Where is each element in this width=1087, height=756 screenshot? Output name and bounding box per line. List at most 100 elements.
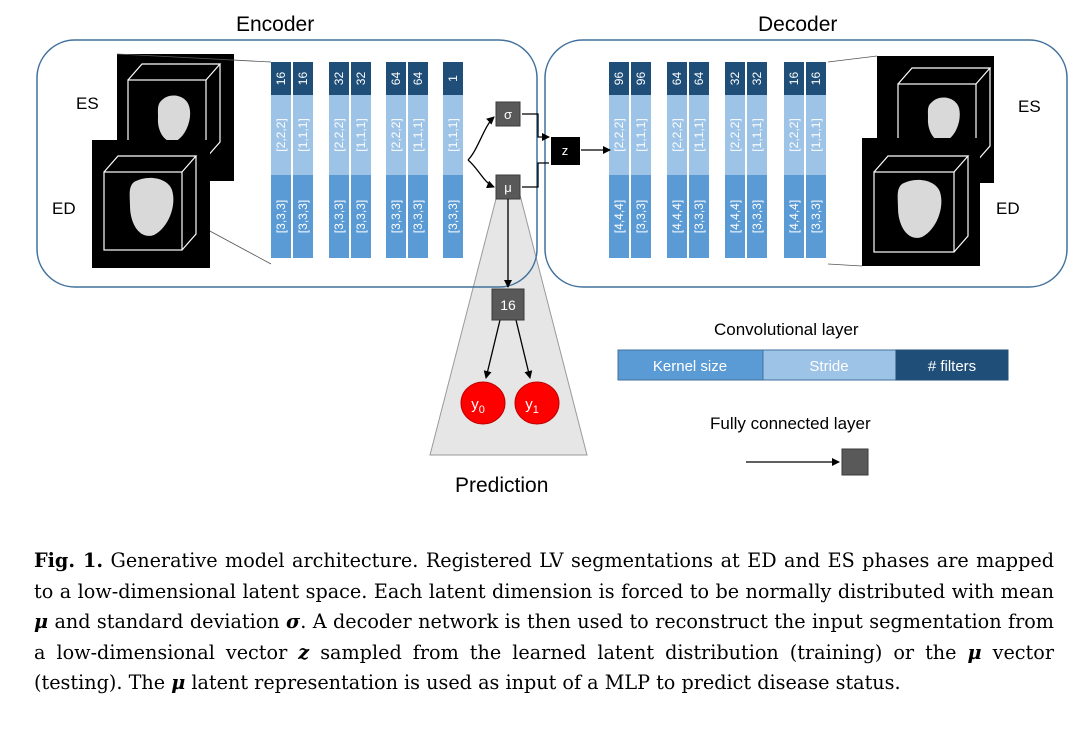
legend-kernel-label: Kernel size (653, 358, 727, 375)
decoder-output-ed: ED (827, 138, 1020, 267)
encoder-filters-cell (386, 62, 406, 95)
output-node-y0: y0 (460, 381, 506, 425)
figure-caption: Fig. 1. Generative model architecture. R… (34, 546, 1054, 699)
decoder-kernel-text: [4,4,4] (612, 200, 626, 233)
encoder-filters-text: 1 (446, 75, 460, 82)
decoder-stride-cell (806, 95, 826, 175)
encoder-filters-cell (329, 62, 349, 95)
svg-text:y1: y1 (525, 396, 539, 416)
encoder-stride-cell (329, 95, 349, 175)
decoder-filters-cell (609, 62, 629, 95)
legend-kernel-swatch (617, 349, 764, 381)
decoder-kernel-cell (747, 175, 767, 258)
encoder-stride-cell (293, 95, 313, 175)
decoder-kernel-text: [3,3,3] (692, 200, 706, 233)
decoder-layer-column: 96[2,2,2][4,4,4] (609, 62, 629, 258)
decoder-es-label: ES (1018, 97, 1041, 116)
encoder-kernel-cell (443, 175, 463, 258)
encoder-stride-cell (386, 95, 406, 175)
decoder-stride-text: [1,1,1] (750, 118, 764, 151)
encoder-layer-column: 64 [1,1,1] [3,3,3] (408, 62, 428, 258)
encoder-filters-cell (443, 62, 463, 95)
decoder-filters-text: 64 (670, 72, 684, 86)
legend-fc-title: Fully connected layer (710, 414, 871, 433)
decoder-stride-cell (725, 95, 745, 175)
decoder-filters-cell (725, 62, 745, 95)
out-ed-segmentation-shape (897, 179, 942, 238)
mu-node (495, 174, 521, 200)
architecture-diagram: Encoder Decoder ES ED 16[2,2,2][3,3,3]16… (36, 13, 1068, 497)
decoder-kernel-cell (784, 175, 804, 258)
decoder-kernel-cell (806, 175, 826, 258)
encoder-panel (36, 39, 538, 288)
encoder-stride-cell (351, 95, 371, 175)
encoder-stride-text: [1,1,1] (411, 118, 425, 151)
es-segmentation-shape (157, 95, 191, 142)
legend-stride-label: Stride (809, 358, 848, 375)
encoder-stride-text: [2,2,2] (332, 118, 346, 151)
decoder-filters-text: 16 (809, 72, 823, 86)
encoder-layer-column: 64[2,2,2][3,3,3] (386, 62, 406, 258)
encoder-stride-text: [1,1,1] (354, 118, 368, 151)
decoder-kernel-cell (667, 175, 687, 258)
encoder-kernel-text: [3,3,3] (274, 200, 288, 233)
caption-text-1: Generative model architecture. Registere… (34, 549, 1055, 603)
encoder-filters-text: 16 (274, 72, 288, 86)
decoder-kernel-text: [3,3,3] (809, 200, 823, 233)
legend-filters-swatch (895, 349, 1009, 381)
caption-mu-3: μ (171, 671, 186, 695)
encoder-filters-text: 64 (389, 72, 403, 86)
caption-text-5: vector (testing). The (34, 640, 1054, 695)
decoder-stride-text: [1,1,1] (692, 118, 706, 151)
caption-mu-2: μ (967, 640, 982, 664)
encoder-filters-cell (408, 62, 428, 95)
sigma-node (495, 101, 521, 127)
decoder-kernel-text: [4,4,4] (728, 200, 742, 233)
encoder-stride-text: [1,1,1] (446, 118, 460, 151)
decoder-stride-text: [1,1,1] (634, 118, 648, 151)
z-label: z (562, 143, 569, 158)
decoder-filters-text: 64 (692, 72, 706, 86)
encoder-filters-text: 16 (296, 72, 310, 86)
decoder-kernel-text: [3,3,3] (750, 200, 764, 233)
ed-volume-icon (103, 155, 198, 251)
decoder-kernel-cell (631, 175, 651, 258)
caption-z: z (298, 640, 310, 664)
encoder-stride-text: [2,2,2] (274, 118, 288, 151)
encoder-layer-column: 32[2,2,2][3,3,3] (329, 62, 349, 258)
legend-conv-title: Convolutional layer (714, 320, 859, 339)
decoder-filters-cell (806, 62, 826, 95)
decoder-kernel-cell (689, 175, 709, 258)
encoder-filters-cell (271, 62, 291, 95)
out-es-segmentation-shape (927, 97, 960, 142)
encoder-filters-text: 64 (411, 72, 425, 86)
decoder-layer-column: 32[1,1,1][3,3,3] (747, 62, 767, 258)
encoder-kernel-text: [3,3,3] (411, 200, 425, 233)
caption-mu-1: μ (34, 610, 49, 634)
mlp-hidden-node (491, 288, 525, 321)
encoder-stride-cell (443, 95, 463, 175)
encoder-layers: 16[2,2,2][3,3,3]16[1,1,1][3,3,3]32[2,2,2… (271, 62, 463, 258)
encoder-stride-text: [2,2,2] (389, 118, 403, 151)
encoder-kernel-text: [3,3,3] (446, 200, 460, 233)
sigma-label: σ (504, 107, 512, 122)
decoder-filters-text: 32 (728, 72, 742, 86)
decoder-stride-text: [2,2,2] (787, 118, 801, 151)
encoder-kernel-cell (386, 175, 406, 258)
caption-sigma: σ (286, 610, 301, 634)
encoder-input-ed: ED (52, 140, 210, 268)
decoder-kernel-cell (609, 175, 629, 258)
prediction-connections (483, 199, 533, 379)
encoder-filters-text: 32 (354, 72, 368, 86)
decoder-layer-column: 64[2,2,2][4,4,4] (667, 62, 687, 258)
encoder-layer-column: 1 [1,1,1] [3,3,3] (443, 62, 463, 258)
encoder-kernel-cell (271, 175, 291, 258)
caption-text-6: latent representation is used as input o… (185, 671, 901, 695)
encoder-stride-cell (271, 95, 291, 175)
z-node (551, 137, 580, 165)
encoder-kernel-cell (351, 175, 371, 258)
decoder-filters-cell (784, 62, 804, 95)
decoder-kernel-text: [3,3,3] (634, 200, 648, 233)
decoder-stride-cell (747, 95, 767, 175)
output-node-y1: y1 (514, 381, 560, 425)
